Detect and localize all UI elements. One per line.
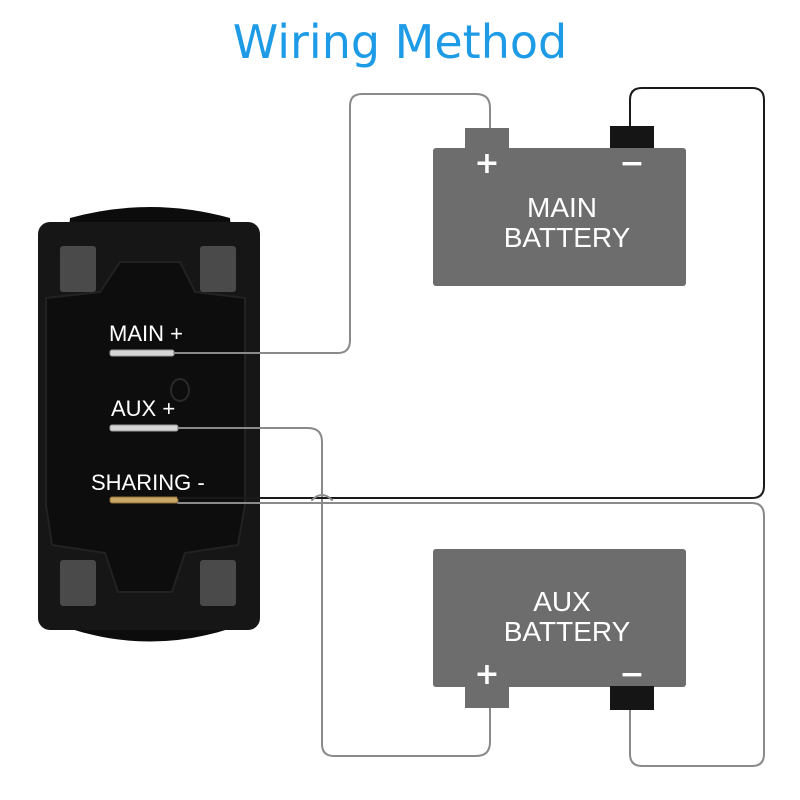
switch-clip-bottom-left bbox=[60, 560, 96, 606]
terminal-main-pin bbox=[109, 349, 175, 357]
main-battery-negative-post bbox=[610, 126, 654, 150]
terminal-sharing-pin bbox=[109, 496, 179, 504]
wire-main-positive bbox=[173, 93, 491, 354]
aux-battery-negative-post bbox=[610, 686, 654, 710]
aux-battery-positive-post bbox=[465, 686, 509, 708]
main-battery-positive-sign: + bbox=[474, 146, 499, 181]
aux-battery-body bbox=[433, 549, 686, 687]
terminal-main-label: MAIN + bbox=[109, 321, 183, 346]
aux-battery: AUX BATTERY + − bbox=[433, 549, 686, 710]
aux-battery-negative-sign: − bbox=[619, 657, 644, 692]
switch-clip-top-left bbox=[60, 246, 96, 292]
switch-center-mark bbox=[170, 378, 190, 402]
wire-sharing-aux-negative bbox=[177, 502, 765, 767]
switch-clip-bottom-right bbox=[200, 560, 236, 606]
terminal-aux-label: AUX + bbox=[111, 396, 175, 421]
main-battery-label-line1: MAIN bbox=[527, 192, 597, 223]
wire-aux-positive bbox=[177, 427, 491, 757]
aux-battery-label-line2: BATTERY bbox=[504, 616, 631, 647]
aux-battery-label-line1: AUX bbox=[533, 586, 591, 617]
main-battery-label-line2: BATTERY bbox=[504, 222, 631, 253]
wire-crossing-hop bbox=[311, 494, 333, 501]
terminal-aux-pin bbox=[109, 424, 179, 432]
page-title: Wiring Method bbox=[233, 15, 567, 69]
terminal-sharing-label: SHARING - bbox=[91, 470, 205, 495]
rocker-switch: MAIN + AUX + SHARING - bbox=[38, 207, 260, 642]
aux-battery-positive-sign: + bbox=[474, 657, 499, 692]
main-battery-positive-post bbox=[465, 128, 509, 150]
wires bbox=[173, 87, 765, 767]
switch-clip-top-right bbox=[200, 246, 236, 292]
main-battery-body bbox=[433, 148, 686, 286]
wire-sharing-main-negative bbox=[177, 87, 765, 499]
main-battery: + − MAIN BATTERY bbox=[433, 126, 686, 286]
main-battery-negative-sign: − bbox=[619, 146, 644, 181]
